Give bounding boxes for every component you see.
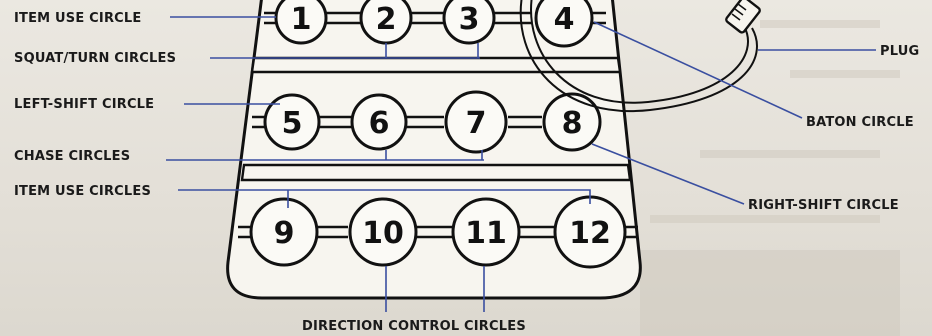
svg-text:9: 9 [274,216,295,251]
svg-text:5: 5 [282,106,303,141]
svg-text:6: 6 [369,106,390,141]
separator-bar-1 [252,58,620,72]
circle-3[interactable]: 3 [444,0,494,43]
label-direction-control-circles: DIRECTION CONTROL CIRCLES [302,319,526,334]
circle-10[interactable]: 10 [350,199,416,265]
label-item-use-circles: ITEM USE CIRCLES [14,184,151,199]
label-left-shift-circle: LEFT-SHIFT CIRCLE [14,97,154,112]
circle-2[interactable]: 2 [361,0,411,43]
circle-11[interactable]: 11 [453,199,519,265]
circle-1[interactable]: 1 [276,0,326,43]
svg-text:12: 12 [569,216,611,251]
plug-icon [725,0,761,34]
svg-text:10: 10 [362,216,404,251]
circle-5[interactable]: 5 [265,95,319,149]
circle-4[interactable]: 4 [536,0,592,46]
svg-text:11: 11 [465,216,507,251]
label-right-shift-circle: RIGHT-SHIFT CIRCLE [748,198,899,213]
separator-bar-2 [242,165,630,180]
circle-7[interactable]: 7 [446,92,506,152]
circle-9[interactable]: 9 [251,199,317,265]
label-item-use-circle: ITEM USE CIRCLE [14,11,141,26]
label-baton-circle: BATON CIRCLE [806,115,914,130]
svg-text:3: 3 [459,2,480,37]
svg-text:2: 2 [376,2,397,37]
circle-6[interactable]: 6 [352,95,406,149]
circle-12[interactable]: 12 [555,197,625,267]
label-plug: PLUG [880,44,919,59]
svg-text:7: 7 [466,106,487,141]
svg-text:8: 8 [562,106,583,141]
circle-8[interactable]: 8 [544,94,600,150]
svg-text:1: 1 [291,2,312,37]
label-chase-circles: CHASE CIRCLES [14,149,130,164]
label-squat-turn-circles: SQUAT/TURN CIRCLES [14,51,176,66]
svg-text:4: 4 [554,2,575,37]
